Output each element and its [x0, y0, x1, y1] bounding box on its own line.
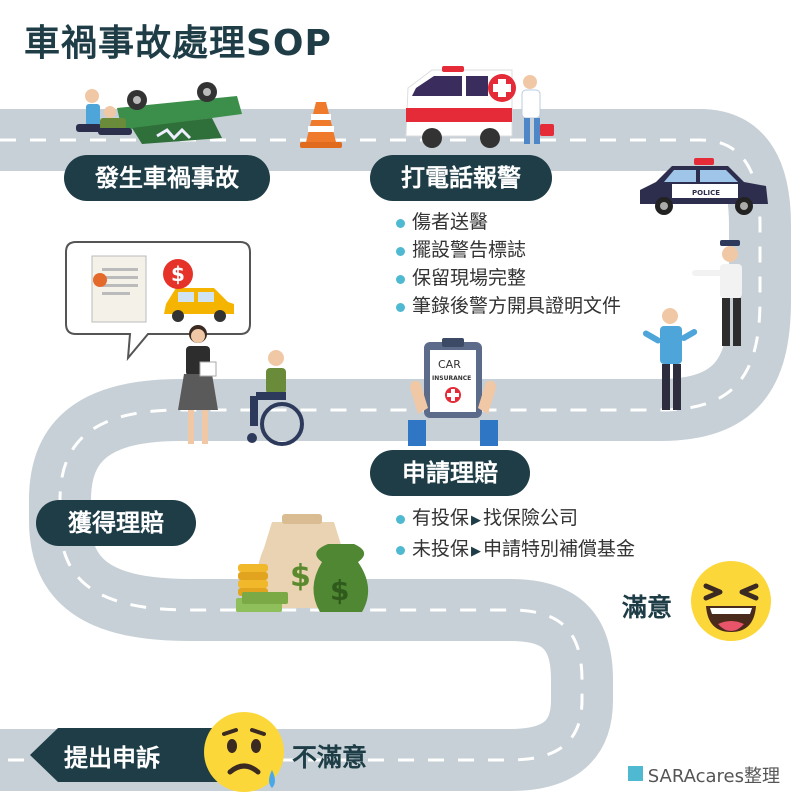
ambulance-illustration: [405, 66, 554, 148]
laughing-face-icon: [691, 561, 771, 641]
claim-action: 申請特別補償基金: [483, 538, 636, 560]
svg-text:$: $: [330, 574, 349, 607]
clipboard-insurance-label: INSURANCE: [432, 375, 471, 382]
step-accident: 發生車禍事故: [64, 155, 270, 201]
credit-square-icon: [627, 766, 643, 781]
accident-illustration: [76, 82, 242, 144]
step-complain: 提出申訴: [64, 744, 160, 772]
police-action-item: 傷者送醫: [396, 208, 621, 236]
svg-text:$: $: [290, 559, 311, 594]
outcome-satisfied: 滿意: [622, 593, 673, 622]
claim-condition: 有投保: [412, 507, 470, 529]
credit-line: SARAcares整理: [627, 762, 780, 788]
police-action-item: 保留現場完整: [396, 264, 621, 292]
complaint-arrow-shape: [30, 728, 220, 782]
arrow-right-icon: ▶: [471, 513, 482, 528]
police-car-illustration: POLICE: [640, 158, 768, 215]
step-call-police: 打電話報警: [370, 155, 552, 201]
sad-face-icon: [204, 712, 284, 792]
police-car-label: POLICE: [692, 189, 720, 197]
police-action-item: 筆錄後警方開具證明文件: [396, 292, 621, 320]
pedestrian-illustration: [642, 308, 698, 410]
arrow-right-icon: ▶: [471, 544, 482, 559]
police-action-item: 擺設警告標誌: [396, 236, 621, 264]
outcome-unsatisfied: 不滿意: [292, 743, 368, 772]
credit-text: SARAcares整理: [647, 766, 780, 787]
insurance-clipboard-illustration: CAR INSURANCE: [408, 338, 498, 446]
step-apply-claim: 申請理賠: [370, 450, 530, 496]
claim-option-item: 有投保▶找保險公司: [396, 504, 635, 535]
police-officer-illustration: [692, 240, 742, 346]
money-bags-illustration: $ $: [236, 514, 369, 612]
claim-option-item: 未投保▶申請特別補償基金: [396, 535, 635, 566]
claim-action: 找保險公司: [483, 507, 579, 529]
page-title: 車禍事故處理SOP: [24, 23, 332, 64]
claimant-illustration: [178, 325, 304, 446]
claim-condition: 未投保: [412, 538, 470, 560]
police-action-list: 傷者送醫 擺設警告標誌 保留現場完整 筆錄後警方開具證明文件: [396, 208, 621, 320]
traffic-cone-icon: [300, 102, 342, 148]
claim-option-list: 有投保▶找保險公司 未投保▶申請特別補償基金: [396, 504, 635, 566]
svg-text:$: $: [171, 262, 185, 286]
clipboard-car-label: CAR: [438, 358, 461, 371]
step-get-claim: 獲得理賠: [36, 500, 196, 546]
